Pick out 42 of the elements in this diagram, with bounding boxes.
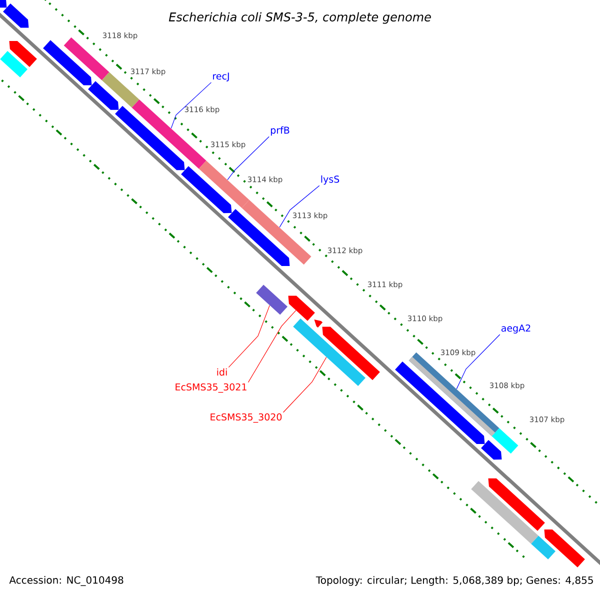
- gene-feature: [0, 50, 28, 78]
- gene-feature: [471, 481, 538, 544]
- gene-label: prfB: [270, 126, 290, 136]
- gene-feature: [181, 166, 232, 214]
- gene-feature: [3, 4, 29, 28]
- gene-feature: [288, 296, 315, 321]
- gene-feature: [242, 200, 312, 265]
- gene-feature: [0, 0, 7, 8]
- gene-feature: [492, 428, 518, 454]
- gene-feature: [228, 208, 290, 266]
- gene-feature: [544, 529, 585, 568]
- gene-feature: [322, 326, 380, 380]
- leader-line: [456, 334, 500, 390]
- gene-feature: [198, 160, 250, 208]
- leader-line: [279, 185, 320, 228]
- gene-label: EcSMS35_3020: [210, 413, 282, 423]
- leader-line: [282, 356, 327, 413]
- gene-feature: [64, 37, 110, 80]
- genome-info-text: Topology: circular; Length: 5,068,389 bp; Genes: 4,855: [316, 576, 593, 586]
- gene-label: lysS: [321, 175, 340, 185]
- gene-feature: [488, 478, 545, 531]
- gene-feature: [115, 106, 185, 170]
- gene-feature: [293, 318, 366, 386]
- leader-line: [170, 82, 212, 129]
- gene-feature: [132, 99, 206, 169]
- gene-label: EcSMS35_3021: [176, 383, 246, 393]
- accession-text: Accession: NC_010498: [9, 576, 124, 586]
- gene-feature: [395, 361, 485, 444]
- gene-feature: [9, 41, 37, 67]
- leader-line: [227, 136, 270, 180]
- leader-line: [228, 305, 270, 368]
- gene-label: idi: [217, 368, 227, 376]
- leader-line: [248, 310, 296, 383]
- title: Escherichia coli SMS-3-5, complete genome: [168, 12, 431, 24]
- gene-feature: [256, 284, 288, 315]
- gene-feature: [314, 320, 323, 328]
- gene-feature: [43, 40, 92, 86]
- gene-feature: [531, 536, 556, 560]
- gene-feature: [481, 440, 502, 460]
- gene-feature: [88, 81, 119, 110]
- gene-label: recJ: [213, 72, 229, 82]
- gene-label: aegA2: [501, 324, 530, 334]
